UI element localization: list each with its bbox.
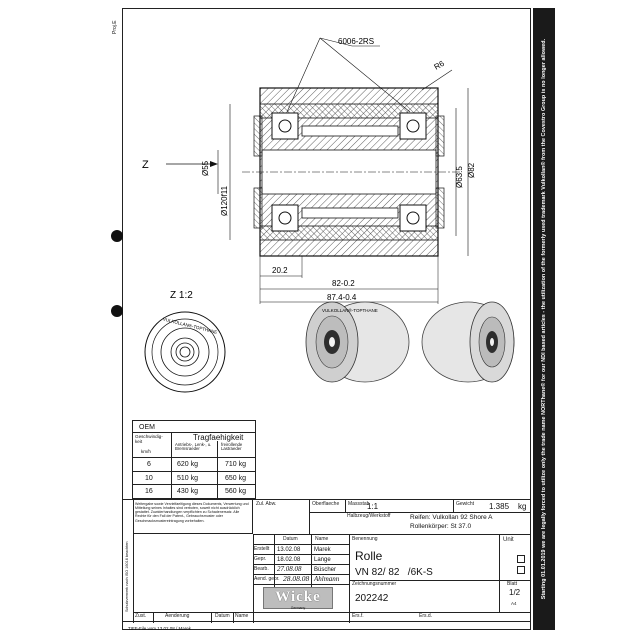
zeichnungsnummer-label: Zeichnungsnummer (352, 581, 397, 587)
gewicht-label: Gewicht (456, 501, 475, 507)
bearing-bottom-left (271, 204, 299, 232)
bearing-label: 6006-2RS (338, 37, 374, 46)
load-table: OEM Geschwindig-keit Tragfaehigkeit Antr… (132, 420, 256, 499)
unit-label: Unit (503, 537, 514, 543)
dim-d120: Ø120f11 (220, 185, 229, 216)
capacity-header: Tragfaehigkeit (193, 433, 244, 442)
render-side-wheel (421, 301, 515, 383)
wheel-section (242, 87, 462, 257)
dim-874: 87.4-0.4 (327, 293, 357, 302)
gewicht-value: 1.385 (489, 502, 510, 511)
row-name-1: Marek (314, 547, 331, 553)
free-row-2: 650 kg (225, 475, 247, 482)
ers-d-label: Ers.d. (419, 613, 433, 619)
row-name-2: Lange (314, 557, 331, 563)
dim-d82: Ø82 (467, 162, 476, 178)
speed-row-3: 16 (145, 488, 153, 495)
format-label: A4 (511, 601, 517, 606)
dim-lines-right (455, 88, 469, 256)
trademark-notice-strip: Starting 01.01.2019 we are legally force… (533, 8, 555, 630)
row-date-2: 18.02.08 (277, 557, 301, 563)
title-block: Weitergabe sowie Vervielfaeltigung diese… (122, 499, 531, 623)
blatt-label: Blatt (507, 581, 518, 587)
row-name-3: Büscher (314, 567, 337, 573)
material-1: Reifen: Vulkollan 92 Shore A (410, 514, 493, 521)
blatt-value: 1/2 (509, 588, 521, 597)
row-label-3: Bearb. (254, 566, 269, 572)
speed-header: Geschwindig-keit (135, 434, 163, 444)
punch-hole-top (111, 230, 123, 242)
datum-header: Datum (283, 536, 298, 542)
zul-abw-label: Zul. Abw. (256, 501, 277, 507)
drive-row-3: 430 kg (177, 488, 199, 495)
company-logo: Wicke Germany (263, 587, 333, 610)
row-date-4: 28.08.08 (283, 574, 310, 583)
unit-option-mm[interactable] (517, 555, 525, 563)
corner-mark: Proj.E (112, 20, 118, 34)
oem-label: OEM (139, 424, 155, 431)
punch-hole-bottom (111, 305, 123, 317)
unit-option-inch[interactable] (517, 566, 525, 574)
radius-label: R6 (433, 59, 447, 72)
dim-d63: Ø63.5 (455, 166, 464, 188)
gewicht-unit: kg (518, 502, 527, 511)
ers-f-label: Ers.f. (352, 613, 364, 619)
title-2: VN 82/ 82 /6K-S (355, 567, 433, 578)
datum-bottom-label: Datum (215, 613, 230, 619)
render-brand: VULKOLLAN®-TOPTHANE (322, 307, 378, 313)
view-arrow-label: Z (142, 159, 149, 171)
speed-unit: km/h (141, 449, 151, 454)
oberflaeche-label: Oberflaeche (312, 501, 340, 507)
trademark-notice: Starting 01.01.2019 we are legally force… (541, 38, 547, 600)
name-bottom-label: Name (235, 613, 249, 619)
protection-note: Schutzvermerk nach ISO 16016 beachten (125, 541, 129, 613)
dim-20: 20.2 (272, 266, 288, 275)
section-drawing: 6006-2RS R6 Z Ø55 Ø120f11 Ø63.5 Ø82 20.2… (142, 37, 515, 393)
row-date-1: 13.02.08 (277, 547, 301, 553)
zust-label: Zust. (135, 613, 147, 619)
view-z-title: Z 1:2 (170, 290, 193, 301)
dim-82: 82-0.2 (332, 279, 355, 288)
company-sub: Germany (290, 606, 306, 610)
row-name-4: Ahlmann (314, 575, 340, 583)
tiff-footer: TIFF-File vom 13.02.08 / Marek (128, 626, 192, 631)
bearing-bottom-right (399, 204, 427, 232)
title-1: Rolle (355, 549, 383, 563)
massstab-value: 1:1 (367, 502, 379, 511)
row-label-4: Aend. gepr. (254, 576, 280, 582)
drive-row-1: 620 kg (177, 461, 199, 468)
drawing-number: 202242 (355, 593, 389, 604)
copyright-note: Weitergabe sowie Vervielfaeltigung diese… (135, 502, 249, 523)
render-front-wheel (305, 301, 410, 383)
col-free: freirollende Lastraeder (221, 442, 243, 452)
dim-lines-left (217, 104, 231, 240)
name-header: Name (315, 536, 329, 542)
dim-lines-bottom (259, 256, 439, 304)
view-arrow (166, 161, 218, 167)
front-view-wheel (144, 311, 226, 393)
bearing-top-left (271, 112, 299, 140)
bearing-top-right (399, 112, 427, 140)
drawing-sheet (122, 8, 531, 630)
benennung-label: Benennung (352, 536, 378, 542)
speed-row-1: 6 (147, 461, 151, 468)
speed-row-2: 10 (145, 475, 153, 482)
bearing-leader (286, 37, 411, 113)
halbzeug-label: Halbzeug/Werkstoff (347, 513, 391, 519)
company-name: Wicke (275, 589, 321, 605)
free-row-1: 710 kg (225, 461, 247, 468)
drive-row-2: 510 kg (177, 475, 199, 482)
massstab-label: Massstab (348, 501, 370, 507)
row-label-2: Gepr. (254, 556, 267, 562)
col-drive: Antriebs-, Lenk-, u. Bremsraeder (175, 442, 212, 452)
row-label-1: Erstellt (254, 546, 270, 552)
row-date-3: 27.08.08 (277, 565, 302, 573)
dim-d55: Ø55 (201, 160, 210, 176)
aenderung-label: Aenderung (165, 613, 190, 619)
material-2: Rollenkörper: St 37.0 (410, 523, 472, 530)
free-row-3: 560 kg (225, 488, 247, 495)
